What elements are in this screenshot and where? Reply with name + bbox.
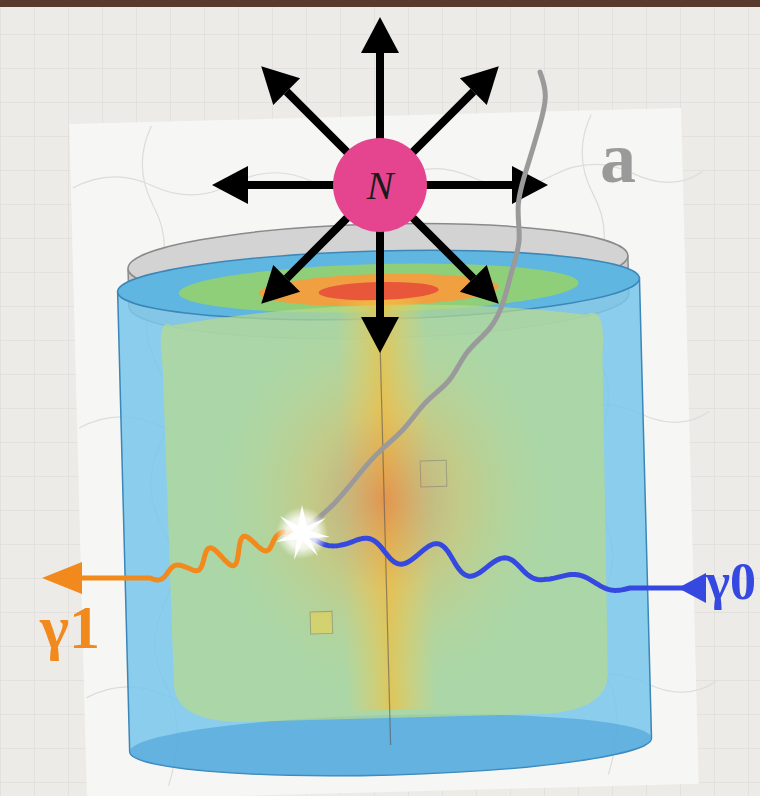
cavity-picture: [69, 108, 718, 796]
interaction-star: [276, 505, 330, 560]
nucleon-circle: N: [332, 137, 428, 233]
arrow-head: [261, 66, 300, 105]
axion-line: [306, 72, 545, 528]
circle-fill: [333, 138, 427, 232]
top-bar: [0, 0, 760, 7]
photon-wave-out: [82, 532, 292, 580]
arrow-head: [460, 265, 499, 304]
arrow-head: [361, 17, 399, 53]
arrow-shaft: [376, 53, 384, 141]
arrow-shaft: [287, 92, 349, 154]
arrow-shaft: [424, 181, 512, 189]
photon-arrowhead-out: [42, 562, 82, 594]
photon-out-label: γ1: [40, 596, 100, 658]
arrow-head: [361, 317, 399, 353]
arrow-head: [460, 66, 499, 105]
arrow-head: [212, 166, 248, 204]
axion-label: a: [600, 122, 636, 194]
picture-ground: [69, 108, 698, 796]
picture-waves: [71, 112, 718, 788]
photon-arrowhead-in: [678, 573, 706, 603]
arrow-shaft: [248, 181, 336, 189]
photon-in-label: γ0: [706, 556, 756, 608]
arrow-shaft: [287, 216, 349, 278]
nucleon-arrows: [212, 17, 548, 353]
arrow-shaft: [376, 229, 384, 317]
arrow-shaft: [411, 216, 473, 278]
arrow-head: [261, 265, 300, 304]
nucleon-symbol: N: [332, 137, 428, 233]
photon-wave-in: [312, 538, 700, 590]
arrow-shaft: [411, 92, 473, 154]
